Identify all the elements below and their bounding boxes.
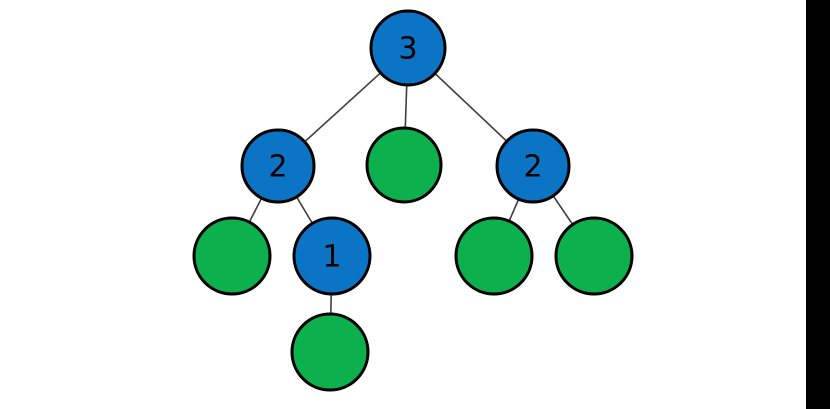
- tree-node-right-2-label: 2: [523, 150, 542, 185]
- tree-nodes-layer: 3 2 2 1: [192, 9, 634, 392]
- tree-node-middle-leaf[interactable]: [365, 126, 443, 204]
- tree-node-left-1[interactable]: 1: [292, 216, 372, 296]
- tree-node-right-2-circle[interactable]: [495, 128, 571, 204]
- tree-node-leaf-left-outer-circle[interactable]: [192, 216, 272, 296]
- tree-node-left-2-circle[interactable]: [240, 128, 316, 204]
- tree-node-right-2[interactable]: 2: [495, 128, 571, 204]
- right-black-band: [806, 0, 830, 409]
- tree-node-left-1-circle[interactable]: [292, 216, 372, 296]
- tree-node-left-1-label: 1: [322, 240, 341, 275]
- tree-node-leaf-right-inner[interactable]: [454, 216, 534, 296]
- tree-node-leaf-right-inner-circle[interactable]: [454, 216, 534, 296]
- tree-node-left-2-label: 2: [268, 150, 287, 185]
- tree-node-root-3-label: 3: [398, 32, 417, 67]
- tree-node-middle-leaf-circle[interactable]: [365, 126, 443, 204]
- tree-node-leaf-bottom[interactable]: [290, 312, 370, 392]
- tree-node-root-3-circle[interactable]: [369, 9, 447, 87]
- tree-node-leaf-left-outer[interactable]: [192, 216, 272, 296]
- tree-node-left-2[interactable]: 2: [240, 128, 316, 204]
- tree-node-leaf-bottom-circle[interactable]: [290, 312, 370, 392]
- tree-node-leaf-right-outer-circle[interactable]: [554, 216, 634, 296]
- tree-node-leaf-right-outer[interactable]: [554, 216, 634, 296]
- tree-node-root-3[interactable]: 3: [369, 9, 447, 87]
